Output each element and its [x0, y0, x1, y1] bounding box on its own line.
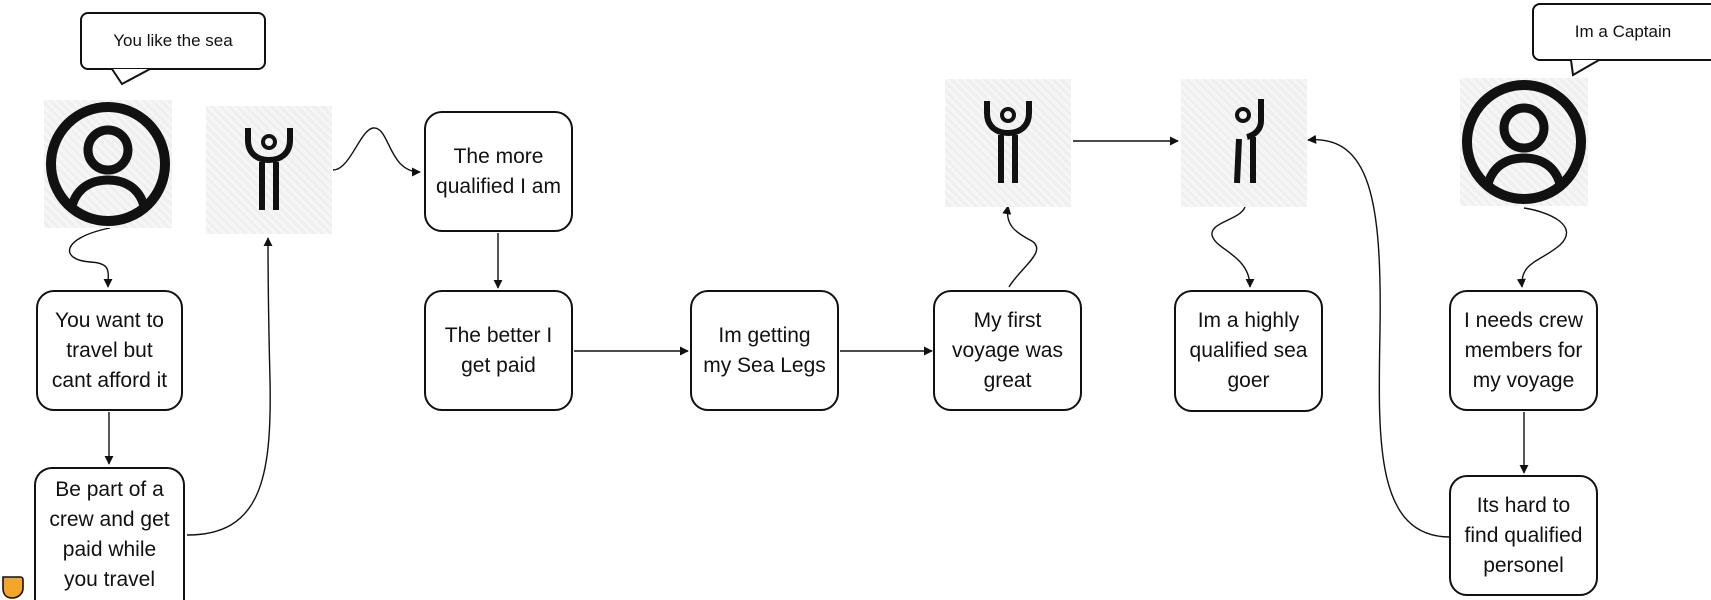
figure-icon-b	[945, 79, 1071, 207]
figure-one-arm-up-icon	[1234, 99, 1264, 184]
box-voyage-line: voyage was	[952, 338, 1063, 362]
box-paid: The better I get paid	[424, 290, 573, 411]
connector-figure-to-qualified	[332, 127, 421, 177]
connector-captain-to-needs	[1516, 207, 1568, 288]
box-sealegs: Im getting my Sea Legs	[690, 290, 839, 411]
box-qualified: The more qualified I am	[424, 111, 573, 232]
box-needs-line: my voyage	[1472, 368, 1575, 392]
person-icon-right	[1460, 78, 1588, 206]
connector-figure-to-highly	[1211, 206, 1255, 288]
box-needs: I needs crew members for my voyage	[1449, 290, 1598, 411]
box-travel-line: cant afford it	[51, 368, 168, 392]
figure-icon-c	[1181, 79, 1307, 207]
figure-arms-up-icon	[984, 101, 1032, 183]
box-highly: Im a highly qualified sea goer	[1174, 290, 1323, 412]
speech-bubble-you-tail	[111, 68, 151, 86]
figure-icon-a	[206, 106, 332, 234]
connector-hard-to-figure	[1307, 134, 1451, 538]
box-travel-line: You want to	[55, 308, 164, 332]
box-crew: Be part of a crew and get paid while you…	[34, 467, 185, 600]
speech-bubble-captain-text: Im a Captain	[1574, 22, 1672, 41]
connector-voyage-to-figure	[1002, 205, 1038, 288]
box-crew-line: you travel	[63, 568, 156, 591]
speech-bubble-captain: Im a Captain	[1532, 3, 1711, 61]
user-circle-icon	[46, 102, 170, 226]
box-voyage: My first voyage was great	[933, 290, 1082, 411]
box-needs-line: members for	[1464, 338, 1583, 362]
box-sealegs-line: my Sea Legs	[703, 353, 826, 377]
box-paid-line: get paid	[461, 353, 536, 377]
box-paid-line: The better I	[444, 323, 553, 347]
box-qualified-line: qualified I am	[436, 174, 561, 198]
person-icon-left	[44, 100, 172, 228]
box-highly-line: Im a highly	[1197, 309, 1300, 332]
connector-person-to-travel	[68, 227, 113, 288]
box-qualified-line: The more	[453, 144, 544, 168]
box-travel: You want to travel but cant afford it	[36, 290, 183, 411]
box-crew-line: crew and get	[49, 508, 170, 531]
speech-bubble-you-text: You like the sea	[113, 31, 233, 50]
box-highly-line: qualified sea	[1189, 339, 1308, 362]
box-hard-line: find qualified	[1464, 523, 1583, 547]
speech-bubble-you: You like the sea	[80, 12, 266, 70]
box-sealegs-line: Im getting	[718, 323, 811, 347]
box-highly-line: goer	[1227, 369, 1270, 392]
box-voyage-line: My first	[973, 308, 1042, 332]
speech-bubble-captain-tail	[1570, 59, 1600, 77]
user-circle-icon	[1462, 80, 1586, 204]
box-voyage-line: great	[983, 368, 1032, 392]
box-crew-line: paid while	[62, 538, 157, 561]
figure-arms-up-icon	[245, 128, 293, 210]
box-travel-line: travel but	[66, 338, 153, 362]
box-hard-line: Its hard to	[1476, 493, 1571, 517]
box-hard: Its hard to find qualified personel	[1449, 475, 1598, 596]
leaf-badge-icon[interactable]	[0, 574, 26, 600]
connector-crew-to-figure	[186, 237, 273, 536]
box-needs-line: I needs crew	[1463, 308, 1584, 332]
box-crew-line: Be part of a	[55, 478, 164, 501]
box-hard-line: personel	[1483, 553, 1564, 577]
